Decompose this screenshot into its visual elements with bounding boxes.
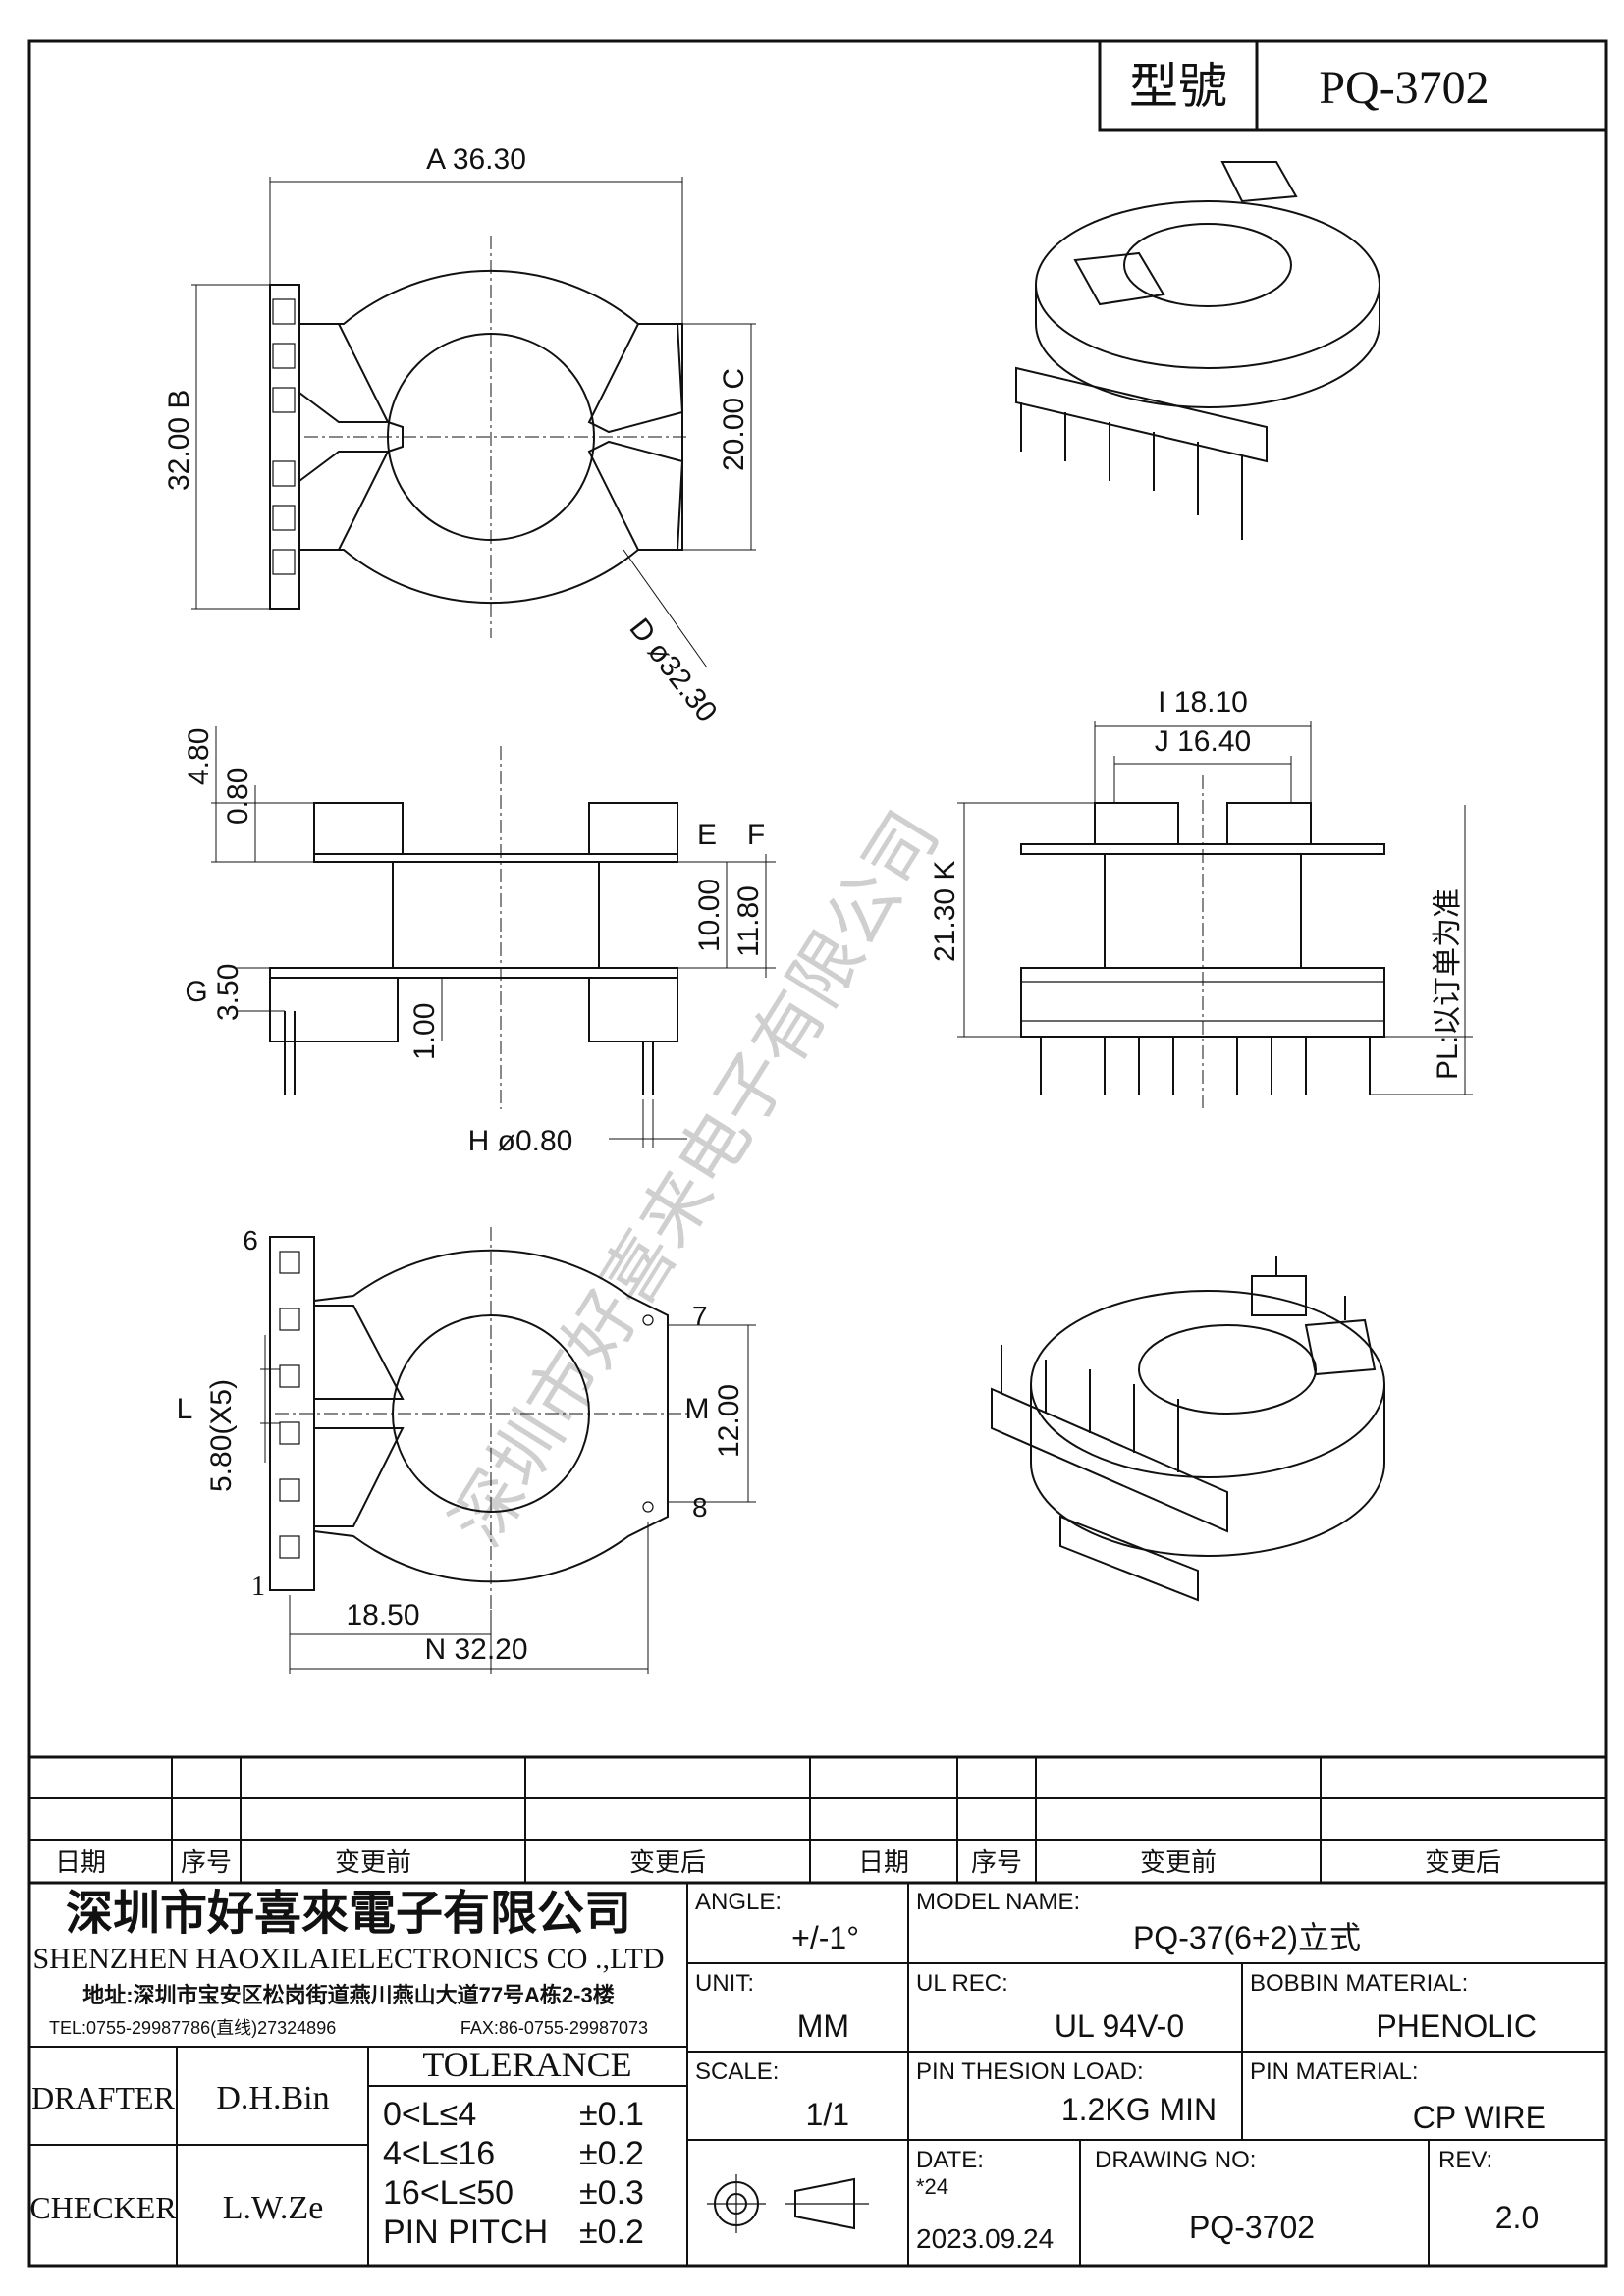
bobbin-label: BOBBIN MATERIAL: — [1250, 1970, 1468, 1997]
col-seq-1: 序号 — [181, 1847, 232, 1877]
company-fax: FAX:86-0755-29987073 — [460, 2018, 648, 2038]
tol-val-1: ±0.1 — [579, 2096, 644, 2133]
pin-1: 1 — [251, 1572, 265, 1602]
dim-1.00: 1.00 — [408, 1003, 441, 1060]
scale-value: 1/1 — [806, 2097, 849, 2132]
dim-4.80: 4.80 — [183, 728, 215, 785]
pinload-value: 1.2KG MIN — [1061, 2092, 1217, 2127]
date-label: DATE: — [916, 2147, 984, 2173]
drawno-label: DRAWING NO: — [1095, 2147, 1256, 2173]
top-view: A 36.30 32.00 B 20.00 C D ø32.30 — [163, 143, 756, 728]
label-L: L — [177, 1393, 193, 1425]
tol-range-3: 16<L≤50 — [383, 2174, 514, 2212]
tol-val-2: ±0.2 — [579, 2135, 644, 2172]
col-after-1: 变更后 — [629, 1847, 706, 1877]
company-address: 地址:深圳市宝安区松岗街道燕川燕山大道77号A栋2-3楼 — [82, 1983, 614, 2007]
col-before-2: 变更前 — [1140, 1847, 1217, 1877]
pinmat-value: CP WIRE — [1413, 2100, 1546, 2135]
company-name-en: SHENZHEN HAOXILAIELECTRONICS CO .,LTD — [32, 1943, 664, 1975]
rev-value: 2.0 — [1495, 2200, 1539, 2235]
col-date-2: 日期 — [858, 1847, 909, 1877]
tolerance-label: TOLERANCE — [422, 2045, 631, 2084]
scale-label: SCALE: — [695, 2058, 779, 2085]
unit-label: UNIT: — [695, 1970, 754, 1997]
unit-value: MM — [797, 2008, 849, 2044]
label-M: M — [685, 1393, 710, 1425]
col-before-1: 变更前 — [335, 1847, 411, 1877]
model-number: PQ-3702 — [1319, 62, 1489, 114]
dim-B: 32.00 B — [163, 390, 195, 491]
change-table: 日期 序号 变更前 变更后 日期 序号 变更前 变更后 — [29, 1755, 1606, 1885]
drafter-label: DRAFTER — [31, 2080, 175, 2115]
dim-3.50: 3.50 — [212, 964, 244, 1021]
model-header: 型號 PQ-3702 — [1098, 39, 1608, 132]
dim-11.80: 11.80 — [732, 885, 765, 957]
angle-label: ANGLE: — [695, 1889, 782, 1915]
sheet-border — [27, 39, 1608, 2268]
tol-val-3: ±0.3 — [579, 2174, 644, 2212]
dim-J: J 16.40 — [1155, 725, 1251, 758]
date-code: *24 — [916, 2174, 948, 2199]
projection-symbol — [707, 2174, 869, 2233]
company-name-cn: 深圳市好喜來電子有限公司 — [66, 1888, 631, 1940]
tol-range-2: 4<L≤16 — [383, 2135, 495, 2172]
bottom-view: 6 7 8 1 5.80(X5) L M 12.00 18.50 N 32.20 — [177, 1225, 756, 1674]
checker-label: CHECKER — [29, 2190, 177, 2225]
dim-M: 12.00 — [713, 1384, 745, 1458]
tol-range-1: 0<L≤4 — [383, 2096, 476, 2133]
label-G: G — [185, 976, 207, 1008]
rev-label: REV: — [1438, 2147, 1492, 2173]
col-after-2: 变更后 — [1425, 1847, 1501, 1877]
pin-6: 6 — [243, 1225, 258, 1255]
dim-18.50: 18.50 — [346, 1599, 419, 1631]
label-F: F — [747, 819, 765, 851]
title-block: 深圳市好喜來電子有限公司 SHENZHEN HAOXILAIELECTRONIC… — [29, 1883, 1606, 2266]
checker-value: L.W.Ze — [223, 2190, 324, 2226]
dim-K: 21.30 K — [929, 861, 961, 962]
col-date-1: 日期 — [55, 1847, 106, 1877]
label-E: E — [697, 819, 717, 851]
dim-C: 20.00 C — [718, 368, 750, 471]
ulrec-label: UL REC: — [916, 1970, 1008, 1997]
pinmat-label: PIN MATERIAL: — [1250, 2058, 1419, 2085]
iso-view-top — [1015, 161, 1380, 540]
dim-0.80: 0.80 — [222, 768, 254, 825]
col-seq-2: 序号 — [971, 1847, 1022, 1877]
drawno-value: PQ-3702 — [1189, 2210, 1315, 2245]
side-view: 4.80 0.80 E F 10.00 11.80 G 3.50 1.00 H … — [183, 726, 776, 1157]
pin-7: 7 — [692, 1301, 708, 1331]
angle-value: +/-1° — [791, 1920, 859, 1955]
dim-H: H ø0.80 — [468, 1125, 573, 1157]
dim-10.00: 10.00 — [693, 879, 726, 952]
drafter-value: D.H.Bin — [216, 2080, 329, 2116]
model-label: 型號 — [1129, 59, 1227, 114]
pl-note: PL:以订单为准 — [1432, 888, 1464, 1080]
ulrec-value: UL 94V-0 — [1055, 2008, 1184, 2044]
dim-L: 5.80(X5) — [205, 1379, 238, 1492]
pinload-label: PIN THESION LOAD: — [916, 2058, 1144, 2085]
bobbin-value: PHENOLIC — [1376, 2008, 1537, 2044]
dim-I: I 18.10 — [1158, 686, 1248, 719]
dim-D: D ø32.30 — [623, 613, 723, 728]
tol-val-4: ±0.2 — [579, 2214, 644, 2251]
dim-A: A 36.30 — [426, 143, 526, 176]
front-view: I 18.10 J 16.40 21.30 K PL:以订单为准 — [929, 686, 1473, 1109]
tol-range-4: PIN PITCH — [383, 2214, 548, 2251]
model-name-value: PQ-37(6+2)立式 — [1133, 1920, 1361, 1955]
dim-N: N 32.20 — [424, 1633, 527, 1666]
iso-view-bottom — [991, 1256, 1385, 1602]
pin-8: 8 — [692, 1492, 708, 1522]
company-tel: TEL:0755-29987786(直线)27324896 — [49, 2018, 336, 2038]
date-value: 2023.09.24 — [916, 2223, 1054, 2254]
model-name-label: MODEL NAME: — [916, 1889, 1080, 1915]
